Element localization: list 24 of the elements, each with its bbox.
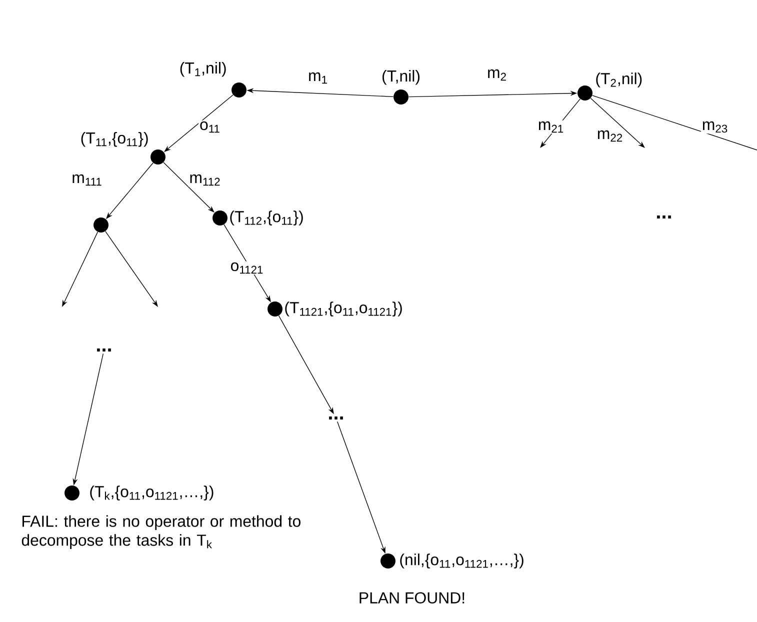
- state-label: (T$_{2}$,nil): [596, 72, 642, 88]
- state-label: (T$_{1121}$,{o$_{11}$,o$_{1121}$}): [285, 302, 402, 316]
- state-label: (T$_{11}$,{o$_{11}$}): [81, 132, 148, 147]
- edge-label: m$_{112}$: [188, 173, 222, 187]
- state-label: (T$_{112}$,{o$_{11}$}): [230, 210, 303, 226]
- state-label: (T,nil): [382, 70, 420, 85]
- state-label: (T$_{k}$,{o$_{11}$,o$_{1121}$,…,}): [90, 486, 214, 500]
- edge-label: m$_{21}$: [536, 120, 566, 134]
- state-label: (T$_{1}$,nil): [180, 62, 226, 77]
- state-dot: [94, 218, 108, 232]
- ellipsis-text: ...: [97, 348, 111, 352]
- ellipsis-text: ...: [657, 216, 671, 218]
- edge-label: m$_{2}$: [486, 68, 508, 82]
- edge-label: o$_{1121}$: [229, 261, 265, 275]
- edge-label: m$_{22}$: [596, 129, 624, 143]
- edge-label: m$_{23}$: [700, 120, 730, 134]
- arrow: [590, 98, 645, 148]
- state-label: (nil,{o$_{11}$,o$_{1121}$,…,}): [400, 554, 524, 568]
- edge-label: o$_{11}$: [198, 120, 222, 134]
- edge-label: m$_{111}$: [70, 173, 104, 187]
- ellipsis-text: ...: [329, 416, 343, 420]
- result-note: FAIL: there is no operator or method to decompose the tasks in T$_{k}$: [22, 515, 300, 549]
- result-note: PLAN FOUND!: [360, 592, 464, 604]
- edge-label: m$_{1}$: [307, 71, 329, 85]
